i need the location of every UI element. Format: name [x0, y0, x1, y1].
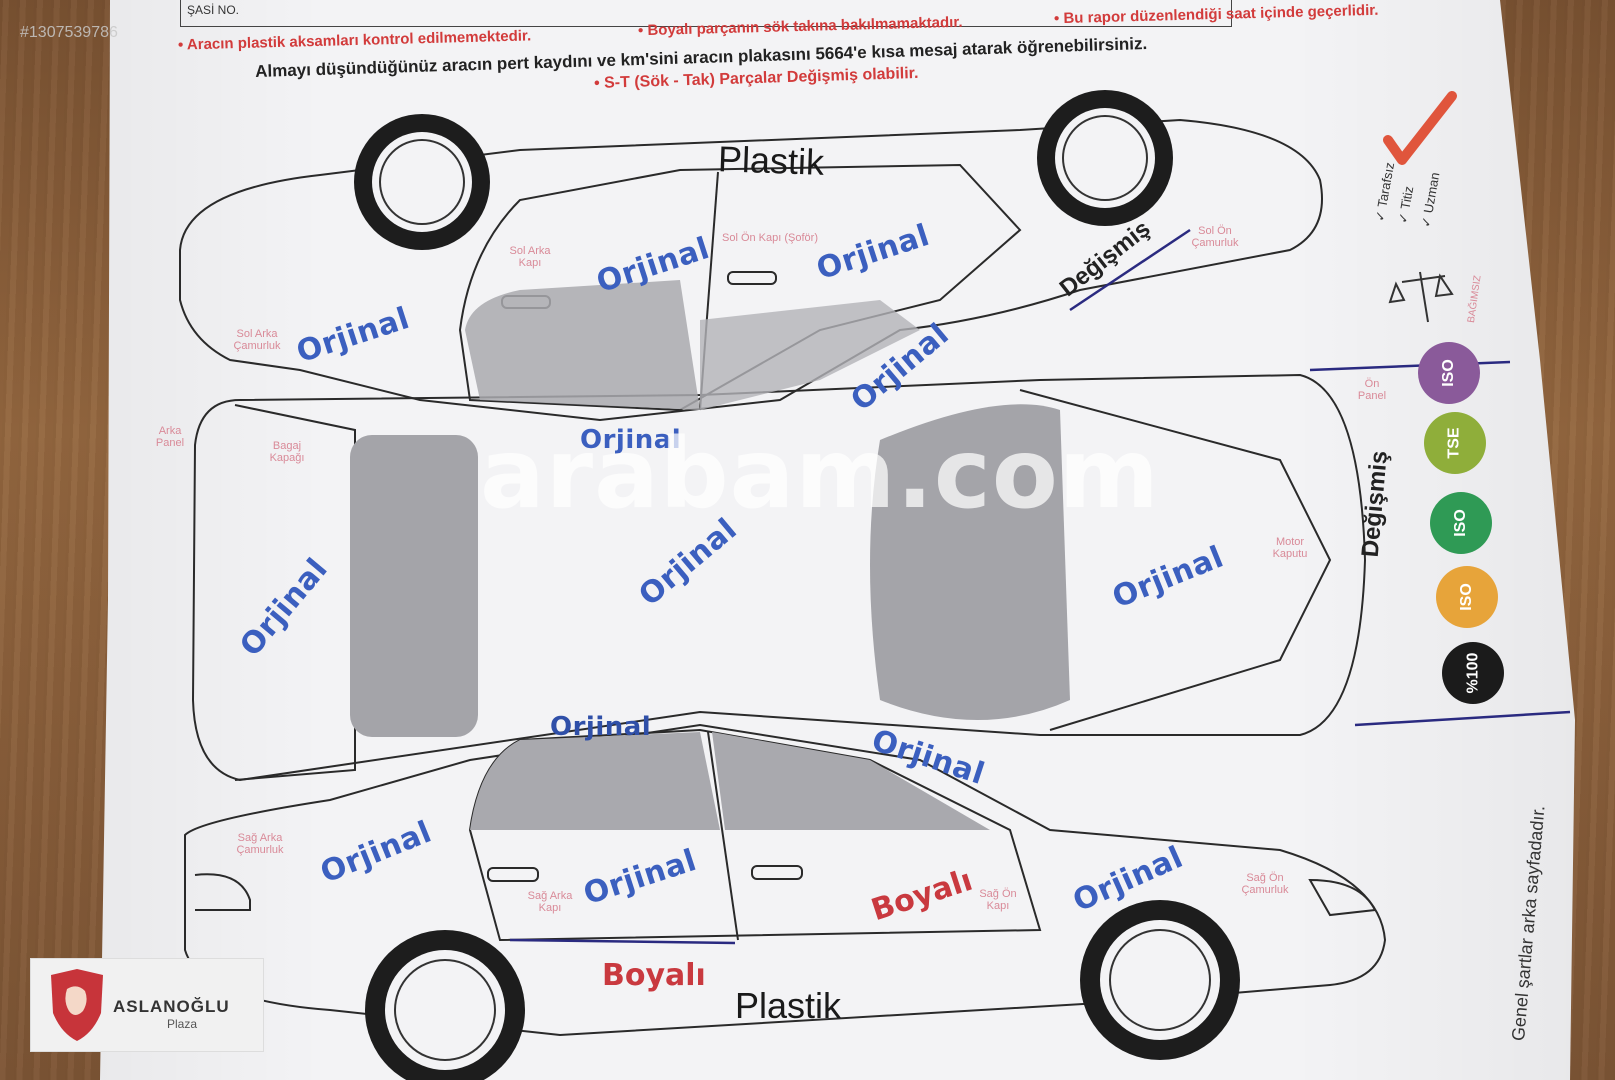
label-on-panel: Ön Panel [1357, 378, 1387, 402]
car-top-outline [191, 373, 1367, 782]
badge-tse: TSE [1424, 412, 1486, 474]
stamp-boyali-sag-marspiyel: Boyalı [602, 958, 706, 993]
dealer-logo: ASLANOĞLU Plaza [30, 958, 264, 1052]
label-sol-on-camurluk: Sol Ön Çamurluk [1191, 225, 1239, 249]
stamp-orjinal-tavan-sag: Orjinal [550, 712, 652, 742]
left-rear-window [465, 280, 700, 410]
watermark: arabam.com [480, 418, 1160, 530]
stamp-plastik-bottom: Plastik [735, 985, 842, 1026]
stamp-orjinal-tavan-sol: Orjinal [580, 425, 682, 455]
label-sol-on-kapi: Sol Ön Kapı (Şoför) [722, 232, 818, 244]
front-windshield [870, 404, 1070, 720]
badge-100: %100 [1442, 642, 1504, 704]
badge-iso-2: ISO [1430, 492, 1492, 554]
logo-name: ASLANOĞLU [113, 997, 230, 1016]
scales-icon [1388, 271, 1454, 323]
car-top-hood [1019, 389, 1332, 731]
chassis-box: ŞASİ NO. [180, 0, 1232, 27]
wheels [354, 90, 1240, 1080]
label-sag-arka-camurluk: Sağ Arka Çamurluk [236, 832, 284, 856]
left-front-handle [727, 271, 777, 285]
label-sol-arka-camurluk: Sol Arka Çamurluk [233, 328, 281, 352]
right-taillight [194, 873, 251, 911]
lion-shield-icon [51, 969, 103, 1041]
label-sol-arka-kapi: Sol Arka Kapı [509, 245, 551, 269]
stamp-plastik-top: Plastik [717, 138, 825, 183]
badge-iso-1: ISO [1418, 342, 1480, 404]
label-sag-on-kapi: Sağ Ön Kapı [979, 888, 1017, 912]
logo-sub: Plaza [167, 1017, 198, 1031]
label-sag-on-camurluk: Sağ Ön Çamurluk [1241, 872, 1289, 896]
car-right-door-split [707, 731, 739, 941]
right-front-handle [751, 865, 803, 880]
right-rear-window [470, 732, 720, 830]
check-icon [1383, 91, 1457, 165]
label-bagaj-kapagi: Bagaj Kapağı [269, 440, 305, 464]
right-headlight [1308, 878, 1377, 917]
chassis-label: ŞASİ NO. [187, 3, 240, 17]
right-front-window [712, 732, 990, 830]
badge-iso-3: ISO [1436, 566, 1498, 628]
right-rear-handle [487, 867, 539, 882]
car-left-doors [458, 163, 1022, 412]
rear-windshield [350, 435, 478, 737]
label-arka-panel: Arka Panel [155, 425, 185, 449]
label-sag-arka-kapi: Sağ Arka Kapı [527, 890, 573, 914]
label-motor-kaputu: Motor Kaputu [1272, 536, 1308, 560]
left-front-window [700, 300, 920, 410]
car-left-outline [179, 118, 1323, 422]
ad-id: #1307539786 [20, 24, 118, 41]
